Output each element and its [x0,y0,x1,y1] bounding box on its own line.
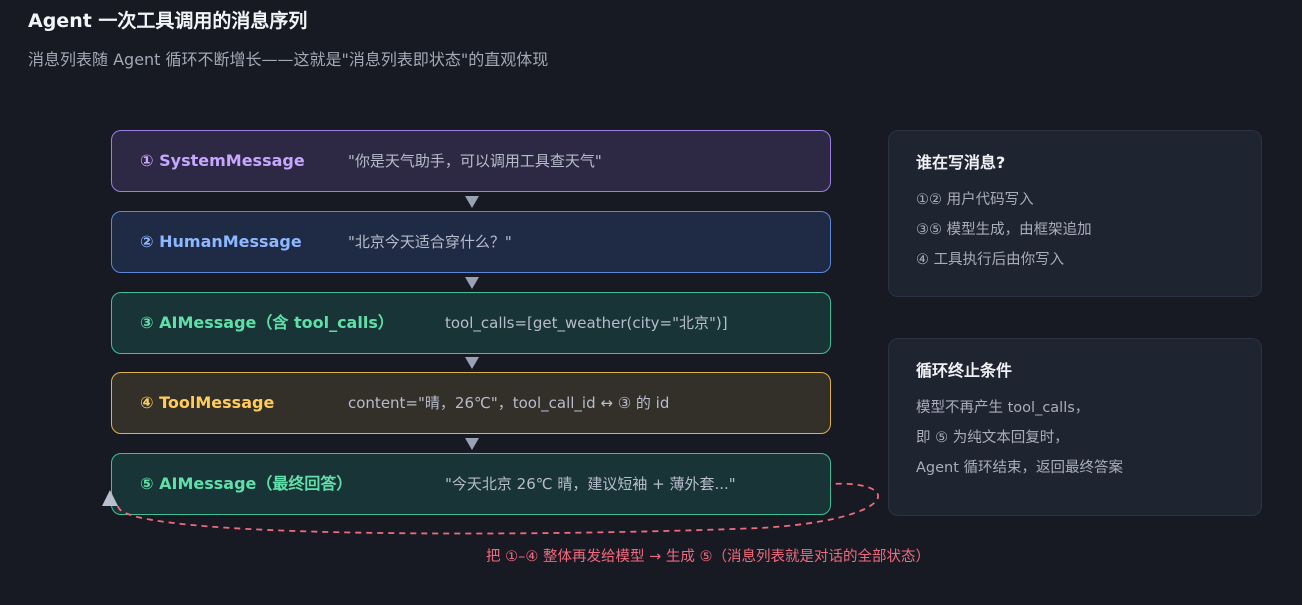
tool-message-content: content="晴，26℃"，tool_call_id ↔ ③ 的 id [348,394,670,412]
system-message-box: ① SystemMessage "你是天气助手，可以调用工具查天气" [111,130,831,192]
arrow-down-icon [465,277,479,289]
human-message-box: ② HumanMessage "北京今天适合穿什么？" [111,211,831,273]
page-subtitle: 消息列表随 Agent 循环不断增长——这就是"消息列表即状态"的直观体现 [28,50,549,69]
termination-panel-title: 循环终止条件 [916,361,1013,380]
writers-line: ④ 工具执行后由你写入 [916,252,1065,268]
tool-message-box: ④ ToolMessage content="晴，26℃"，tool_call_… [111,372,831,434]
termination-panel: 循环终止条件 模型不再产生 tool_calls， 即 ⑤ 为纯文本回复时， A… [888,338,1262,516]
termination-line: 模型不再产生 tool_calls， [916,400,1090,416]
ai-message-tool-calls-name: ③ AIMessage（含 tool_calls） [140,313,394,332]
termination-line: 即 ⑤ 为纯文本回复时， [916,430,1069,446]
ai-message-final-name: ⑤ AIMessage（最终回答） [140,474,353,493]
arrow-down-icon [465,357,479,369]
ai-message-final-content: "今天北京 26℃ 晴，建议短袖 + 薄外套..." [445,475,736,493]
writers-line: ③⑤ 模型生成，由框架追加 [916,222,1092,238]
ai-message-tool-calls-box: ③ AIMessage（含 tool_calls） tool_calls=[ge… [111,292,831,354]
human-message-name: ② HumanMessage [140,232,302,251]
termination-line: Agent 循环结束，返回最终答案 [916,460,1124,476]
arrow-down-icon [465,196,479,208]
writers-panel: 谁在写消息? ①② 用户代码写入 ③⑤ 模型生成，由框架追加 ④ 工具执行后由你… [888,130,1262,297]
writers-panel-title: 谁在写消息? [916,153,1006,172]
system-message-name: ① SystemMessage [140,151,305,170]
ai-message-final-box: ⑤ AIMessage（最终回答） "今天北京 26℃ 晴，建议短袖 + 薄外套… [111,453,831,515]
page-title: Agent 一次工具调用的消息序列 [28,10,308,32]
system-message-content: "你是天气助手，可以调用工具查天气" [348,152,602,170]
tool-message-name: ④ ToolMessage [140,393,275,412]
loop-arrowhead-icon [102,490,118,506]
writers-line: ①② 用户代码写入 [916,192,1034,208]
arrow-down-icon [465,438,479,450]
human-message-content: "北京今天适合穿什么？" [348,233,512,251]
ai-message-tool-calls-content: tool_calls=[get_weather(city="北京")] [445,314,728,332]
loop-label: 把 ①–④ 整体再发给模型 → 生成 ⑤（消息列表就是对话的全部状态） [486,549,930,565]
